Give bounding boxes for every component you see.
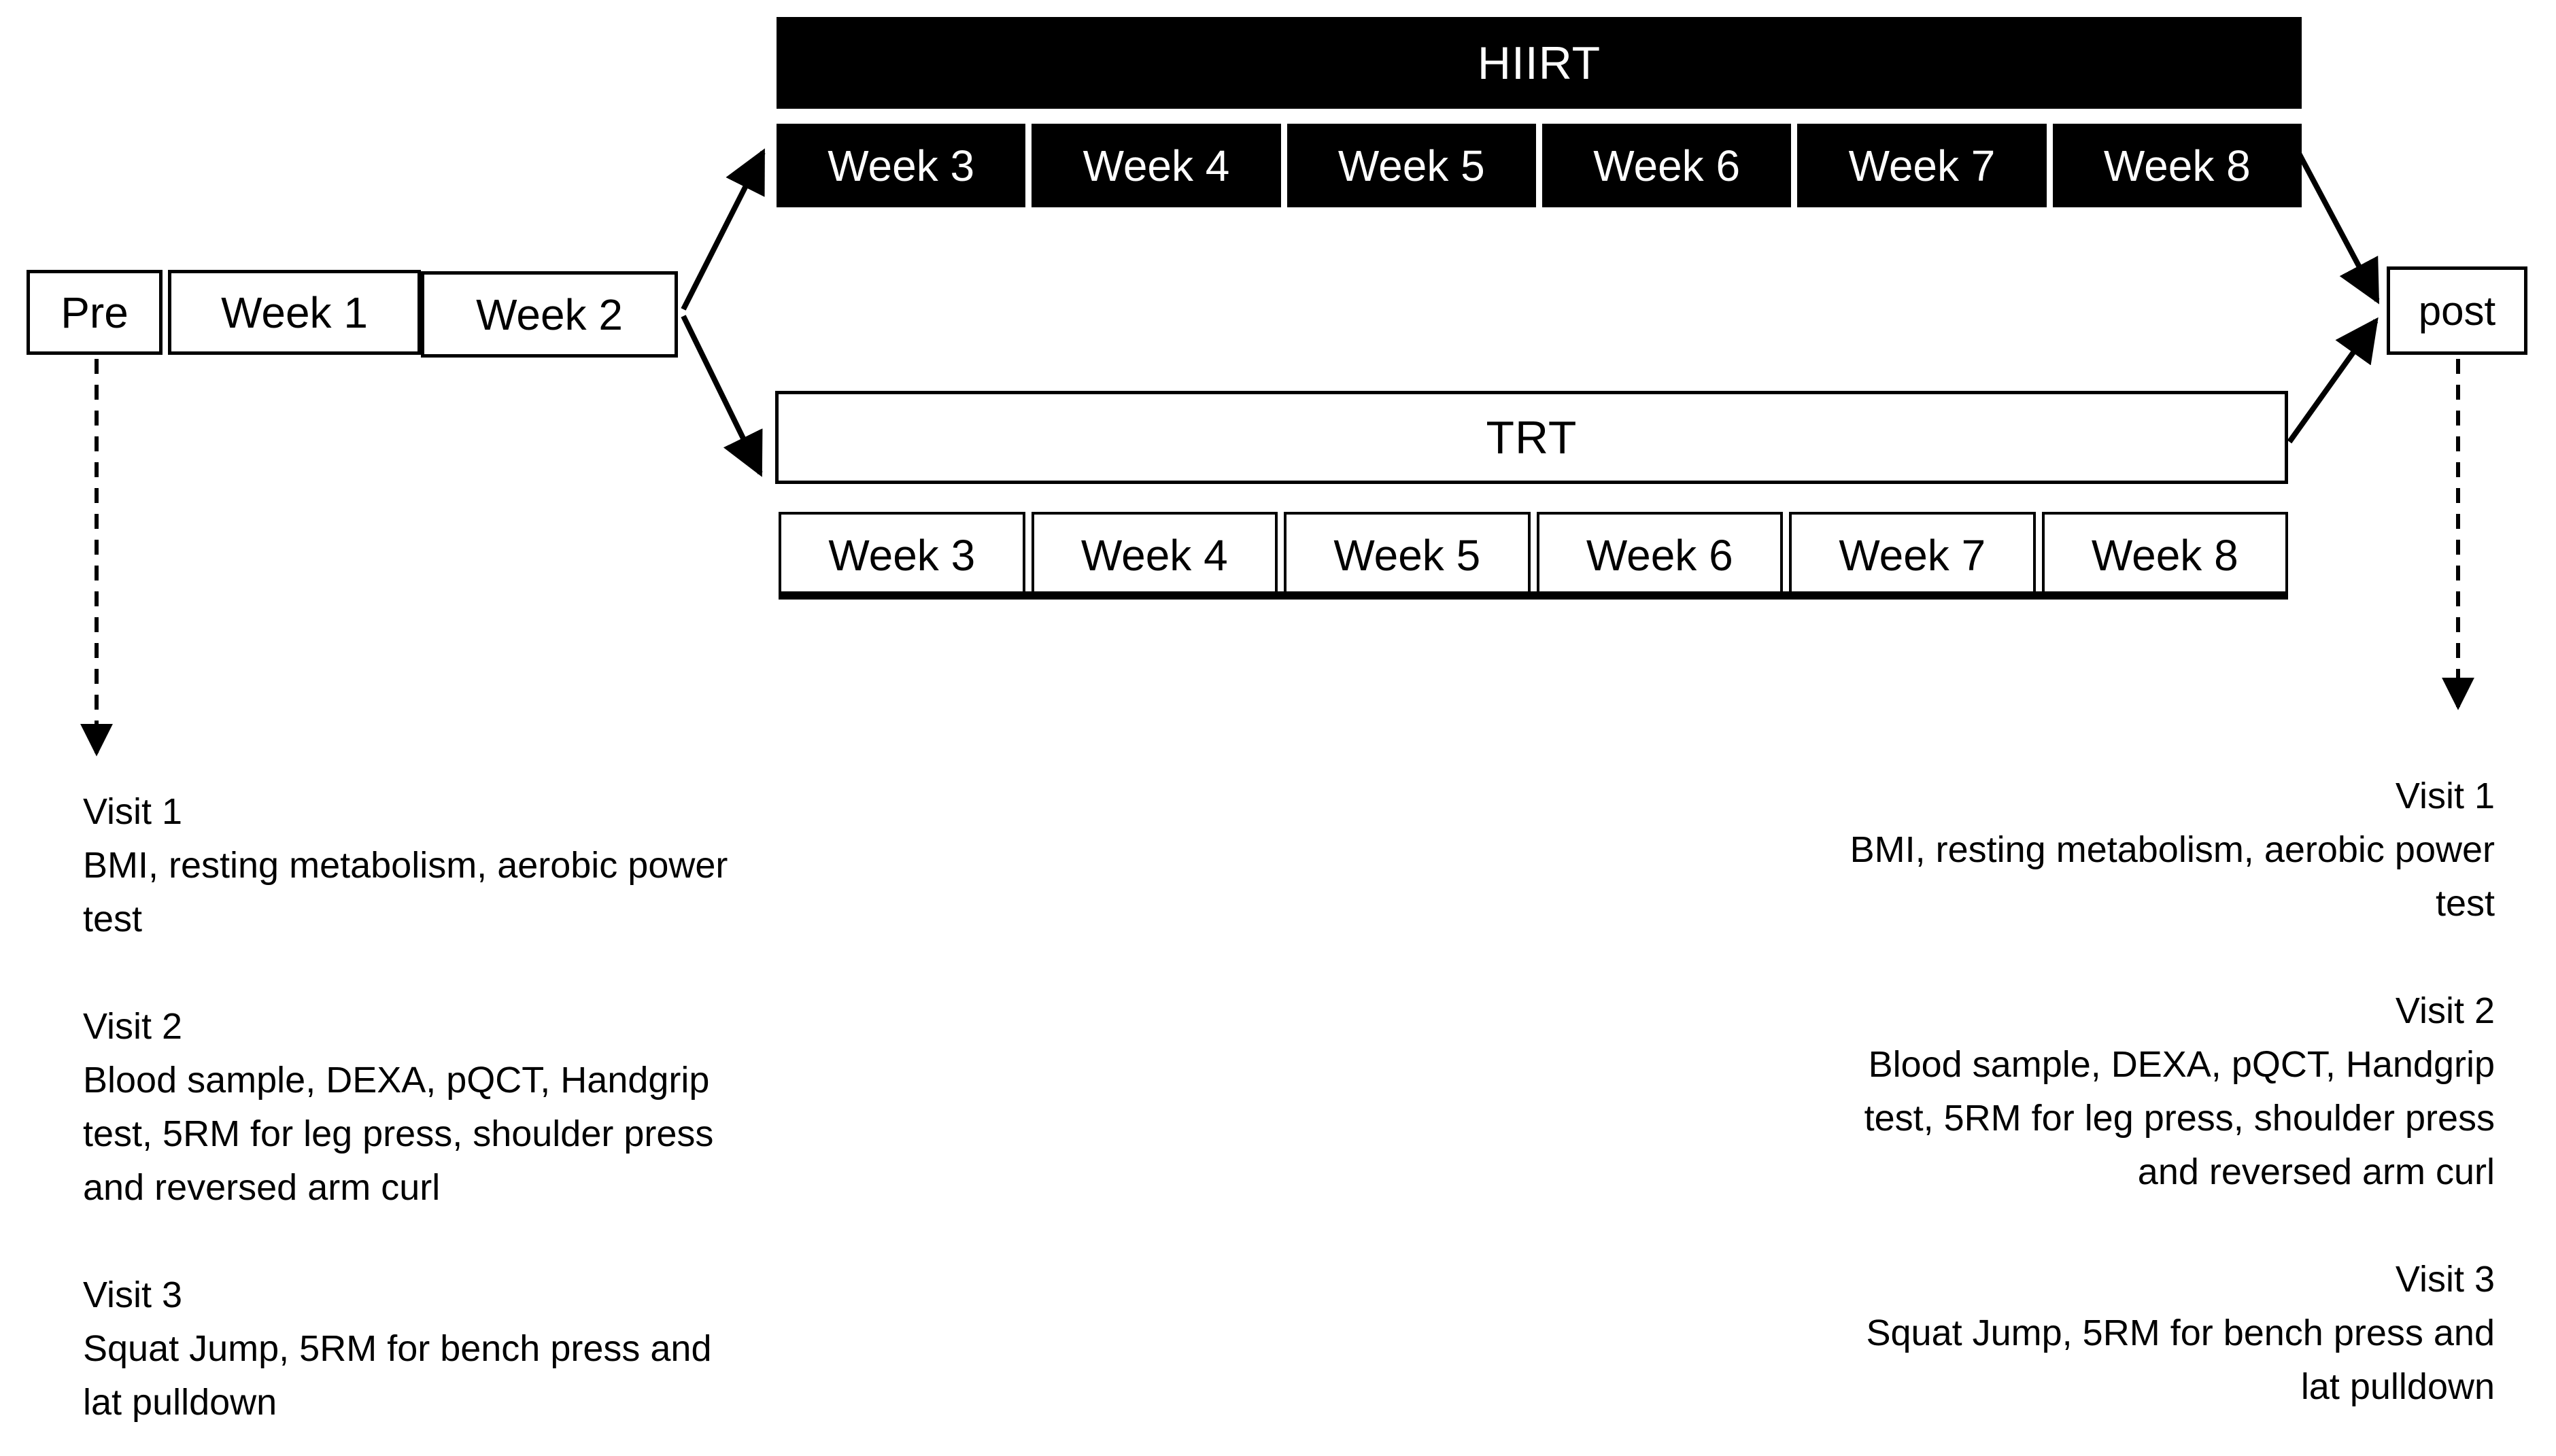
hiirt-week-box: Week 7 [1797, 124, 2047, 207]
visits-left: Visit 1 BMI, resting metabolism, aerobic… [83, 785, 728, 1456]
visit-title: Visit 3 [83, 1275, 183, 1315]
pre-box: Pre [27, 270, 163, 355]
visit-line: test, 5RM for leg press, shoulder press [1864, 1098, 2495, 1139]
visit-line: and reversed arm curl [83, 1167, 441, 1208]
hiirt-track-bar: HIIRT [777, 17, 2302, 109]
trt-week-box: Week 7 [1789, 512, 2036, 598]
hiirt-week-label: Week 6 [1593, 141, 1741, 190]
trt-week-box: Week 6 [1536, 512, 1783, 598]
branch-arrow-to-hiirt [681, 148, 766, 311]
trt-week-box: Week 3 [779, 512, 1025, 598]
hiirt-week-box: Week 8 [2052, 124, 2302, 207]
branch-arrow-to-trt [681, 315, 763, 477]
hiirt-week-box: Week 5 [1286, 124, 1536, 207]
hiirt-week-box: Week 4 [1032, 124, 1281, 207]
visit-line: Blood sample, DEXA, pQCT, Handgrip [83, 1060, 710, 1100]
hiirt-week-label: Week 8 [2103, 141, 2251, 190]
visit-block: Visit 1 BMI, resting metabolism, aerobic… [1850, 769, 2495, 931]
visit-title: Visit 2 [83, 1006, 183, 1047]
hiirt-week-box: Week 3 [777, 124, 1026, 207]
visit-title: Visit 1 [83, 791, 183, 832]
visit-block: Visit 2 Blood sample, DEXA, pQCT, Handgr… [83, 1000, 728, 1215]
visit-block: Visit 3 Squat Jump, 5RM for bench press … [83, 1268, 728, 1429]
trt-row-baseline [779, 591, 2288, 600]
hiirt-track-label: HIIRT [1477, 37, 1601, 89]
visit-block: Visit 1 BMI, resting metabolism, aerobic… [83, 785, 728, 946]
hiirt-week-label: Week 3 [828, 141, 975, 190]
visit-title: Visit 1 [2395, 776, 2495, 816]
visit-line: BMI, resting metabolism, aerobic power [1850, 829, 2495, 870]
trt-week-label: Week 8 [2091, 530, 2238, 580]
trt-week-box: Week 4 [1031, 512, 1278, 598]
visit-line: lat pulldown [83, 1382, 277, 1423]
visit-line: test [2435, 883, 2495, 924]
trt-week-label: Week 3 [828, 530, 976, 580]
visit-line: test [83, 899, 143, 939]
visit-line: and reversed arm curl [2137, 1151, 2495, 1192]
post-label: post [2418, 288, 2496, 334]
week2-label: Week 2 [476, 290, 623, 339]
trt-week-label: Week 4 [1080, 530, 1228, 580]
visit-line: BMI, resting metabolism, aerobic power [83, 845, 728, 886]
visit-line: Squat Jump, 5RM for bench press and [1866, 1313, 2495, 1353]
visits-right: Visit 1 BMI, resting metabolism, aerobic… [1850, 769, 2495, 1456]
visit-line: lat pulldown [2300, 1366, 2495, 1407]
trt-week-label: Week 5 [1333, 530, 1481, 580]
trt-week-label: Week 6 [1586, 530, 1733, 580]
hiirt-week-row: Week 3 Week 4 Week 5 Week 6 Week 7 Week … [777, 124, 2302, 207]
visit-title: Visit 3 [2395, 1259, 2495, 1300]
trt-week-label: Week 7 [1839, 530, 1986, 580]
visit-block: Visit 2 Blood sample, DEXA, pQCT, Handgr… [1850, 984, 2495, 1199]
visit-line: test, 5RM for leg press, shoulder press [83, 1113, 714, 1154]
trt-week-row: Week 3 Week 4 Week 5 Week 6 Week 7 Week … [779, 512, 2288, 598]
hiirt-week-label: Week 4 [1083, 141, 1230, 190]
week1-label: Week 1 [221, 288, 368, 337]
hiirt-week-label: Week 5 [1337, 141, 1485, 190]
pre-label: Pre [61, 288, 129, 337]
week2-box: Week 2 [421, 271, 678, 358]
trt-week-box: Week 8 [2041, 512, 2288, 598]
trt-to-post-arrow [2287, 317, 2379, 444]
hiirt-week-box: Week 6 [1541, 124, 1792, 207]
visit-block: Visit 3 Squat Jump, 5RM for bench press … [1850, 1253, 2495, 1414]
week1-box: Week 1 [168, 270, 421, 355]
post-box: post [2387, 266, 2527, 355]
trt-track-bar: TRT [775, 391, 2288, 484]
visit-line: Blood sample, DEXA, pQCT, Handgrip [1868, 1044, 2495, 1085]
hiirt-week-label: Week 7 [1848, 141, 1996, 190]
visit-title: Visit 2 [2395, 990, 2495, 1031]
visit-line: Squat Jump, 5RM for bench press and [83, 1328, 712, 1369]
trt-week-box: Week 5 [1284, 512, 1531, 598]
trt-track-label: TRT [1486, 411, 1578, 464]
